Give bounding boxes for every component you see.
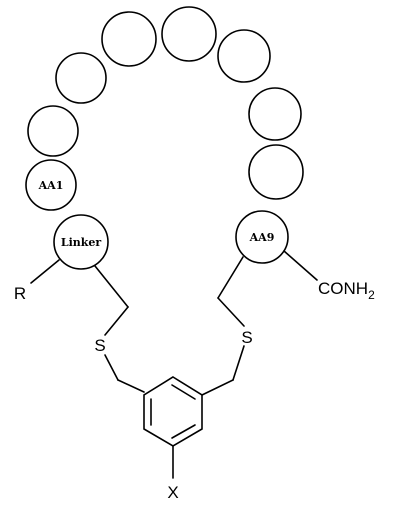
residue-circle [27, 105, 79, 157]
residue-aa1 [25, 159, 77, 211]
aa9-label: AA9 [249, 231, 275, 244]
bond-aa9-conh2 [283, 250, 318, 281]
ring-double-bond [171, 424, 196, 439]
residue-circle [248, 87, 302, 141]
carboxamide-label: CONH2 [318, 279, 375, 302]
residue-circle [55, 52, 107, 104]
conh-subscript: 2 [368, 288, 375, 302]
residue-aa9 [235, 210, 289, 264]
bond-s-left-ch2 [104, 354, 119, 381]
bond-s-right-ch2 [232, 345, 245, 381]
residue-circle [101, 11, 157, 67]
benzene-ring [143, 376, 203, 447]
bond-ch2-s-right [217, 297, 245, 327]
bond-ch2-s-left [104, 306, 129, 336]
sulfur-left-label: S [94, 336, 105, 355]
residue-circle [248, 144, 304, 200]
aa1-label: AA1 [38, 179, 64, 192]
bond-ch2-ring-right [201, 379, 234, 396]
linker-label: Linker [61, 236, 102, 249]
residue-circle [217, 29, 271, 83]
residue-circle [161, 6, 217, 62]
bond-linker-r [30, 259, 60, 284]
bond-ch2-ring-left [117, 379, 145, 393]
sulfur-right-label: S [241, 328, 252, 347]
ring-double-bond [171, 384, 196, 400]
bond-aa9-ch2 [217, 256, 244, 299]
x-substituent-label: X [167, 483, 178, 502]
residue-linker [53, 214, 109, 270]
bond-linker-ch2 [94, 265, 129, 308]
conh-text: CONH [318, 279, 368, 298]
r-group-label: R [14, 284, 26, 303]
